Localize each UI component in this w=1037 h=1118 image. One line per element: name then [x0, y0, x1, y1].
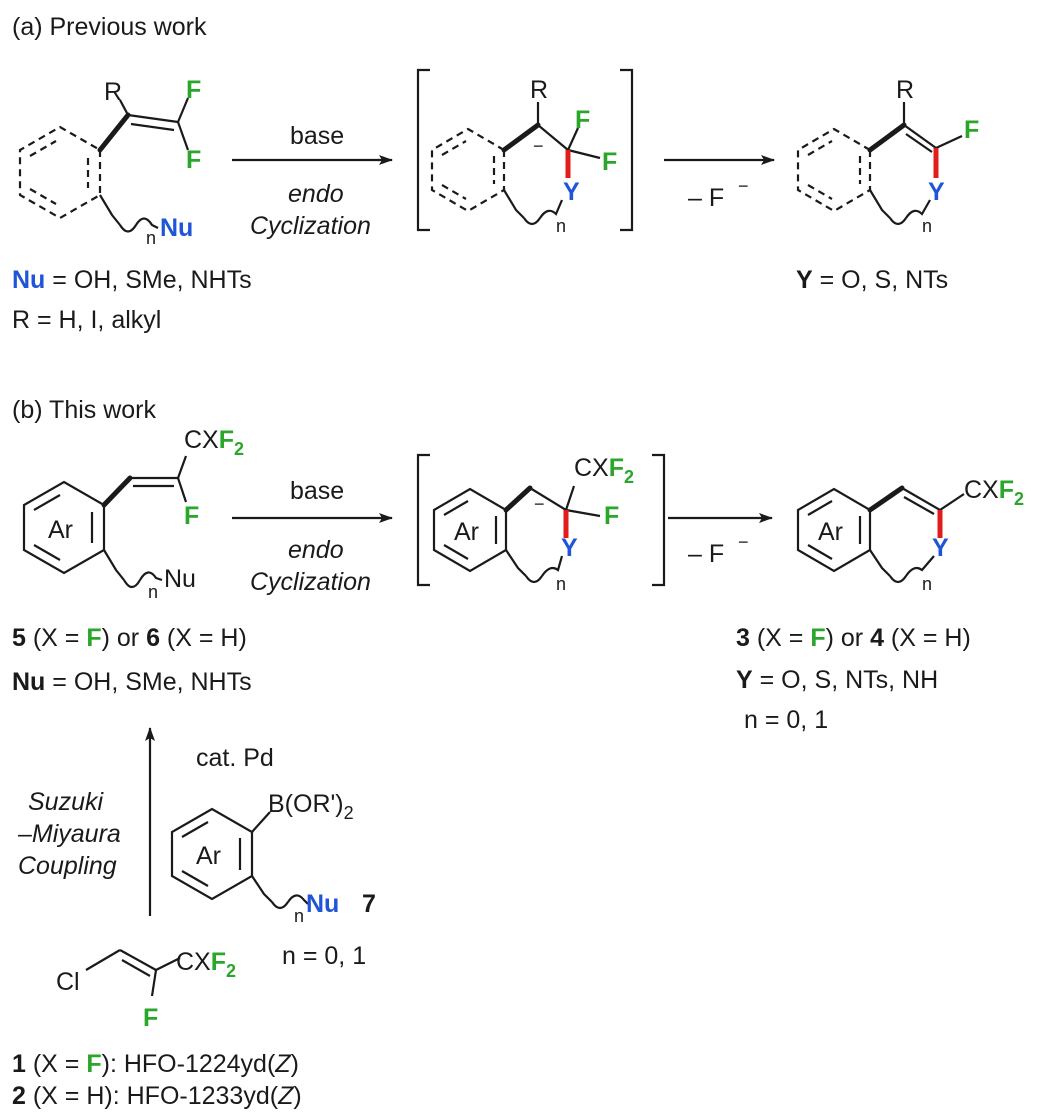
atom-y: Y	[932, 534, 949, 562]
atom-fluorine: F	[964, 116, 979, 144]
atom-y: Y	[928, 178, 945, 206]
aryl-label: Ar	[196, 842, 221, 870]
carbanion-charge: −	[533, 136, 544, 156]
nu-definition: Nu = OH, SMe, NHTs	[12, 668, 252, 696]
subscript-n: n	[148, 582, 158, 602]
atom-fluorine: F	[575, 106, 590, 134]
coupling-name: Suzuki	[28, 788, 104, 816]
section-a-product: R F Y n	[796, 76, 979, 236]
elimination-label: – F	[688, 184, 724, 212]
cxf2-group: CXF2	[574, 454, 634, 487]
atom-y: Y	[563, 178, 580, 206]
atom-chlorine: Cl	[56, 968, 80, 996]
subscript-n: n	[556, 216, 566, 236]
n-definition: n = 0, 1	[282, 942, 366, 970]
atom-fluorine: F	[602, 148, 617, 176]
y-definition: Y = O, S, NTs	[796, 266, 948, 294]
aryl-label: Ar	[454, 518, 479, 546]
condition-label: endo	[288, 536, 344, 564]
atom-nu: Nu	[164, 565, 196, 593]
compound-3-4: Ar CXF2 Y n	[796, 476, 1024, 594]
subscript-n: n	[146, 228, 156, 248]
nu-definition: Nu = OH, SMe, NHTs	[12, 266, 252, 294]
boronate-group: B(OR')2	[268, 790, 354, 823]
condition-label: Cyclization	[250, 568, 371, 596]
condition-label: endo	[288, 180, 344, 208]
compound-5-6-label: 5 (X = F) or 6 (X = H)	[12, 624, 247, 652]
cxf2-group: CXF2	[176, 948, 236, 981]
section-b-intermediate: Ar − CXF2 F Y n	[416, 453, 666, 594]
section-a-heading: (a) Previous work	[12, 13, 207, 41]
compound-number: 7	[362, 890, 376, 918]
atom-fluorine: F	[186, 76, 201, 104]
charge-superscript: −	[738, 176, 749, 196]
section-b-heading: (b) This work	[12, 396, 157, 424]
y-definition: Y = O, S, NTs, NH	[736, 666, 938, 694]
coupling-name: –Miyaura	[17, 820, 121, 848]
atom-y: Y	[561, 534, 578, 562]
atom-fluorine: F	[184, 502, 199, 530]
atom-fluorine: F	[604, 502, 619, 530]
atom-nu: Nu	[160, 214, 193, 242]
n-definition: n = 0, 1	[744, 706, 828, 734]
dashed-ring	[18, 125, 102, 220]
subscript-n: n	[922, 216, 932, 236]
coupling-name: Coupling	[18, 852, 117, 880]
compound-2-label: 2 (X = H): HFO-1233yd(Z)	[12, 1082, 302, 1110]
compound-1-label: 1 (X = F): HFO-1224yd(Z)	[12, 1050, 299, 1078]
atom-fluorine: F	[143, 1004, 158, 1032]
compound-5-6: Ar CXF2 F n Nu	[22, 426, 244, 602]
reagent-label: base	[290, 122, 344, 150]
atom-r: R	[896, 76, 914, 104]
section-a-intermediate: R − F F Y n	[416, 68, 634, 236]
compound-1-2: Cl CXF2 F	[56, 948, 236, 1032]
atom-r: R	[530, 76, 548, 104]
atom-nu: Nu	[306, 890, 339, 918]
subscript-n: n	[556, 574, 566, 594]
r-definition: R = H, I, alkyl	[12, 306, 161, 334]
catalyst-label: cat. Pd	[196, 744, 274, 772]
subscript-n: n	[294, 906, 304, 926]
charge-superscript: −	[738, 532, 749, 552]
atom-fluorine: F	[186, 146, 201, 174]
cxf2-group: CXF2	[184, 426, 244, 459]
aryl-label: Ar	[818, 518, 843, 546]
carbanion-charge: −	[534, 494, 545, 514]
condition-label: Cyclization	[250, 212, 371, 240]
compound-7: Ar B(OR')2 n Nu 7 n = 0, 1	[170, 790, 376, 970]
aryl-label: Ar	[48, 516, 73, 544]
atom-r: R	[104, 78, 122, 106]
section-a-starting-material: R F F n Nu	[18, 76, 201, 248]
compound-3-4-label: 3 (X = F) or 4 (X = H)	[736, 624, 971, 652]
cxf2-group: CXF2	[964, 476, 1024, 509]
subscript-n: n	[922, 574, 932, 594]
reagent-label: base	[290, 477, 344, 505]
elimination-label: – F	[688, 540, 724, 568]
